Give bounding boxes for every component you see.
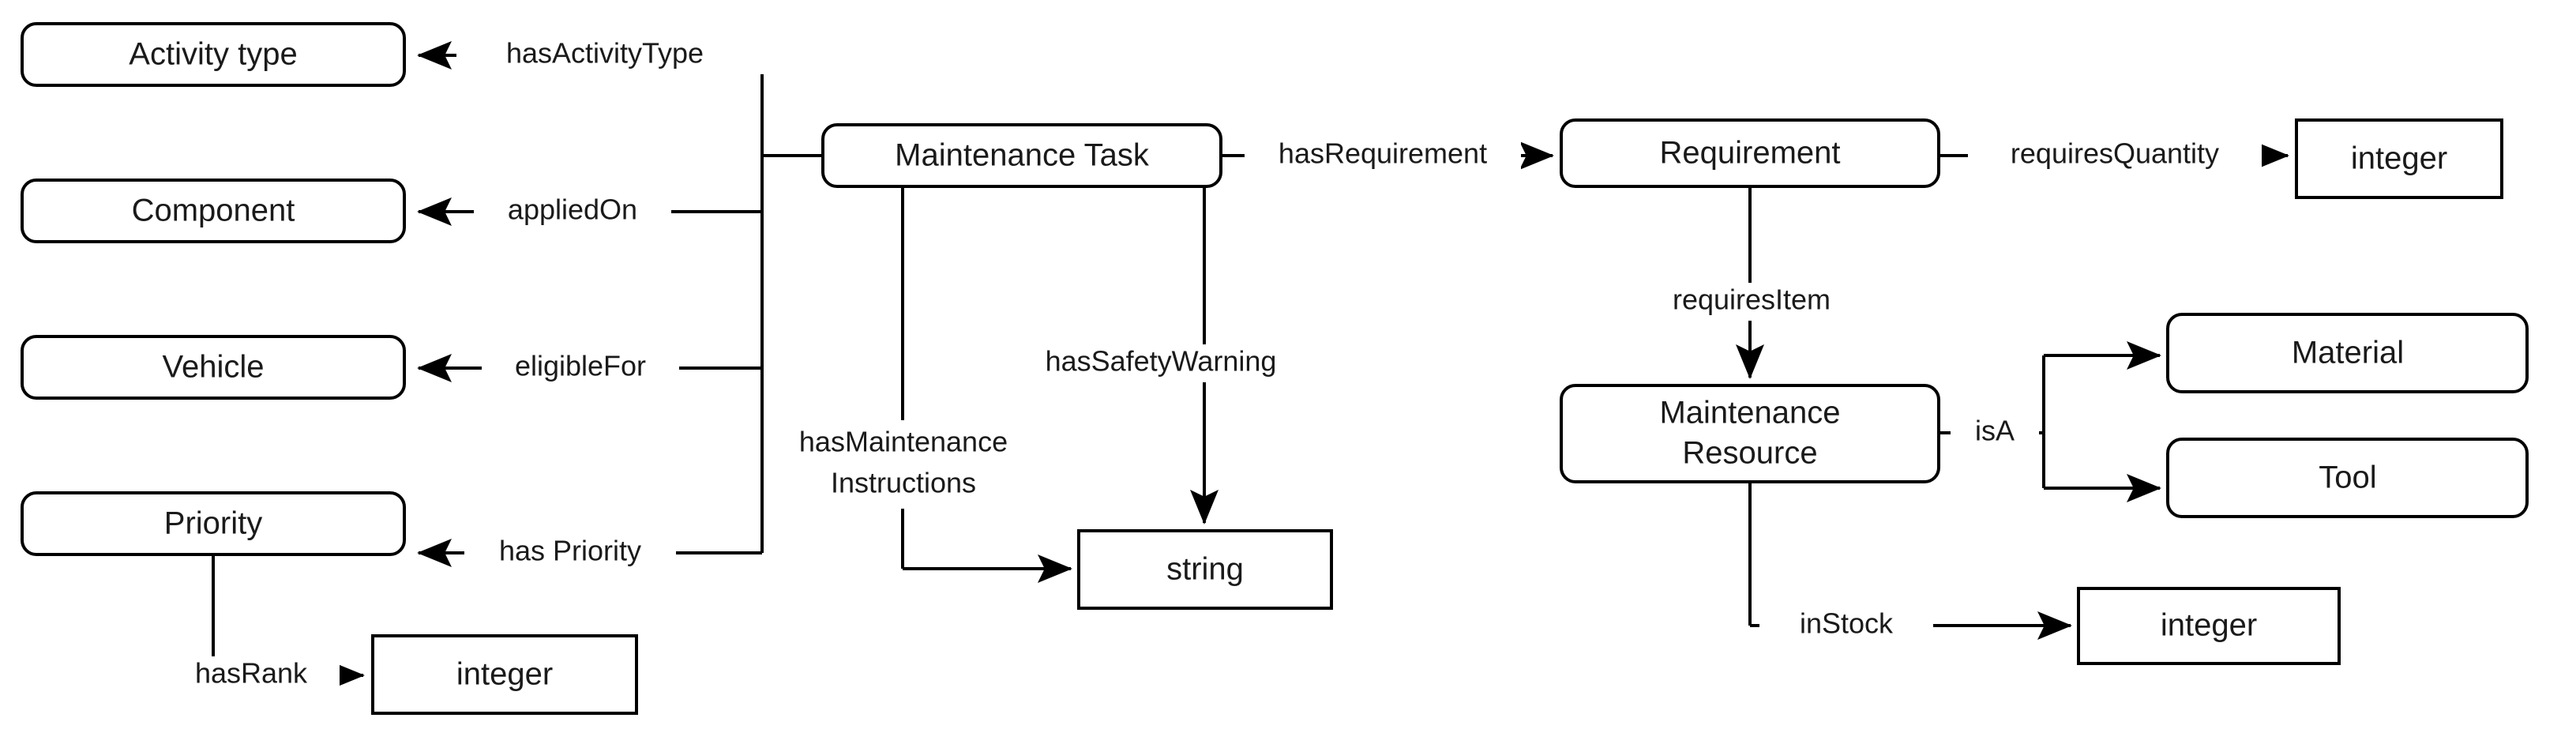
node-integer-stock[interactable]: integer [2077, 587, 2341, 665]
node-integer-stock-box [2077, 587, 2341, 665]
edge-requiresItem-label: requiresItem [1673, 284, 1831, 316]
node-integer-rank-label: integer [456, 657, 553, 692]
node-priority-label: Priority [164, 506, 262, 541]
edge-requiresQuantity: requiresQuantity [1939, 137, 2289, 175]
node-material-box [2166, 313, 2529, 393]
edge-hasMaintenanceInstructions-label-line2: Instructions [831, 467, 976, 499]
edge-eligibleFor-label: eligibleFor [515, 350, 646, 382]
edge-isA-label-bg [1951, 414, 2039, 452]
edge-isA-material: isA [1939, 341, 2161, 488]
node-vehicle-box [21, 335, 406, 400]
edge-hasActivityType: hasActivityType [417, 36, 823, 553]
node-vehicle-label: Vehicle [163, 350, 265, 385]
node-integer-quantity[interactable]: integer [2295, 118, 2503, 199]
edge-hasSafetyWarning-label: hasSafetyWarning [1046, 345, 1277, 378]
node-string[interactable]: string [1077, 529, 1333, 610]
edge-eligibleFor: eligibleFor [417, 349, 762, 387]
node-material-label: Material [2292, 336, 2404, 370]
node-maintenance-resource-label-line2: Resource [1682, 436, 1817, 471]
edge-appliedOn: appliedOn [417, 193, 762, 231]
node-activity-type-box [21, 22, 406, 87]
node-maintenance-resource[interactable]: Maintenance Resource [1560, 384, 1940, 483]
node-component[interactable]: Component [21, 179, 406, 243]
edge-hasSafetyWarning: hasSafetyWarning [1011, 188, 1398, 524]
edge-hasActivityType-label-bg [456, 36, 766, 74]
node-material[interactable]: Material [2166, 313, 2529, 393]
edge-hasMaintenanceInstructions: hasMaintenance Instructions [764, 188, 1072, 583]
edge-hasPriority: has Priority [417, 534, 762, 572]
node-string-label: string [1166, 552, 1244, 587]
node-tool-label: Tool [2319, 460, 2376, 495]
edge-requiresQuantity-label-bg [1968, 137, 2262, 175]
node-requirement-label: Requirement [1659, 136, 1840, 171]
edge-isA-label: isA [1975, 415, 2015, 447]
node-vehicle[interactable]: Vehicle [21, 335, 406, 400]
node-requirement-box [1560, 118, 1940, 188]
edge-inStock-label: inStock [1800, 607, 1894, 640]
edge-inStock: inStock [1748, 482, 2072, 645]
node-priority[interactable]: Priority [21, 491, 406, 556]
node-requirement[interactable]: Requirement [1560, 118, 1940, 188]
edge-hasMaintenanceInstructions-label-line1: hasMaintenance [799, 426, 1008, 458]
edge-hasPriority-label: has Priority [499, 535, 641, 567]
node-tool[interactable]: Tool [2166, 438, 2529, 518]
edge-appliedOn-label-bg [474, 193, 671, 231]
edge-requiresQuantity-label: requiresQuantity [2011, 137, 2219, 170]
node-integer-quantity-box [2295, 118, 2503, 199]
node-integer-rank[interactable]: integer [371, 634, 638, 715]
node-tool-box [2166, 438, 2529, 518]
edge-hasRequirement-label: hasRequirement [1279, 137, 1487, 170]
edge-requiresItem-label-bg [1627, 283, 1876, 321]
node-component-label: Component [132, 194, 295, 228]
node-string-box [1077, 529, 1333, 610]
edge-hasRequirement-label-bg [1245, 137, 1521, 175]
edge-hasRequirement: hasRequirement [1221, 137, 1554, 175]
edge-hasRank: hasRank [167, 554, 365, 694]
node-integer-quantity-label: integer [2351, 141, 2447, 176]
node-activity-type-label: Activity type [129, 37, 297, 72]
edge-hasPriority-label-bg [464, 534, 676, 572]
node-maintenance-task-label: Maintenance Task [895, 138, 1150, 173]
edge-inStock-label-bg [1759, 607, 1933, 645]
node-integer-stock-label: integer [2161, 608, 2257, 643]
edge-hasActivityType-label: hasActivityType [506, 37, 704, 70]
node-maintenance-resource-box [1560, 384, 1940, 483]
node-activity-type[interactable]: Activity type [21, 22, 406, 87]
node-maintenance-resource-label-line1: Maintenance [1659, 396, 1840, 430]
edge-hasRank-label-bg [167, 656, 340, 694]
edge-eligibleFor-label-bg [482, 349, 679, 387]
node-component-box [21, 179, 406, 243]
node-maintenance-task-box [821, 123, 1222, 188]
node-priority-box [21, 491, 406, 556]
node-integer-rank-box [371, 634, 638, 715]
edge-requiresItem: requiresItem [1627, 186, 1876, 379]
edge-hasRank-label: hasRank [195, 657, 308, 690]
node-maintenance-task[interactable]: Maintenance Task [821, 123, 1222, 188]
edge-hasMaintenanceInstructions-label-bg [764, 420, 1042, 509]
edge-appliedOn-label: appliedOn [508, 194, 637, 226]
edge-hasSafetyWarning-label-bg [1011, 344, 1398, 382]
